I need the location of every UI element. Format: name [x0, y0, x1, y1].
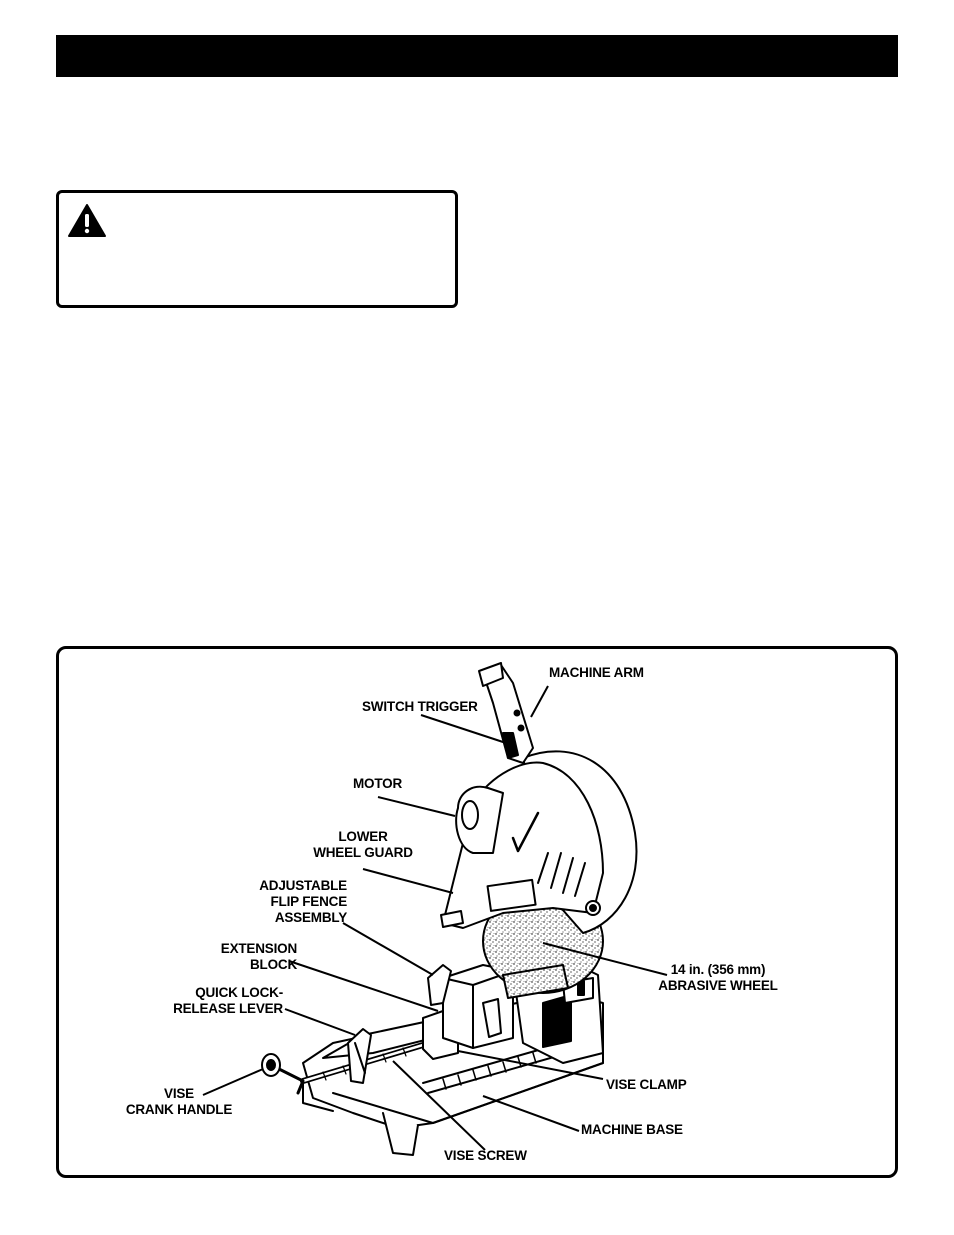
- label-lower-wheel-guard: LOWER WHEEL GUARD: [313, 829, 413, 860]
- label-abrasive-wheel: 14 in. (356 mm) ABRASIVE WHEEL: [658, 962, 778, 993]
- label-extension-block: EXTENSION BLOCK: [220, 941, 297, 972]
- label-motor: MOTOR: [353, 776, 402, 791]
- label-machine-arm: MACHINE ARM: [549, 665, 644, 680]
- warning-triangle-icon: [68, 204, 106, 237]
- figure-box: MACHINE ARM SWITCH TRIGGER MOTOR LOWER W…: [56, 646, 898, 1178]
- page-header-bar: [56, 35, 898, 77]
- label-adjustable-flip-fence: ADJUSTABLE FLIP FENCE ASSEMBLY: [259, 878, 347, 925]
- warning-box: [56, 190, 458, 308]
- label-quick-lock-release-lever: QUICK LOCK- RELEASE LEVER: [173, 985, 283, 1016]
- label-switch-trigger: SWITCH TRIGGER: [362, 699, 478, 714]
- chop-saw-illustration: [202, 662, 668, 1156]
- label-machine-base: MACHINE BASE: [581, 1122, 683, 1137]
- label-vise-screw: VISE SCREW: [444, 1148, 527, 1163]
- label-vise-crank-handle: VISE CRANK HANDLE: [125, 1086, 233, 1117]
- label-vise-clamp: VISE CLAMP: [606, 1077, 687, 1092]
